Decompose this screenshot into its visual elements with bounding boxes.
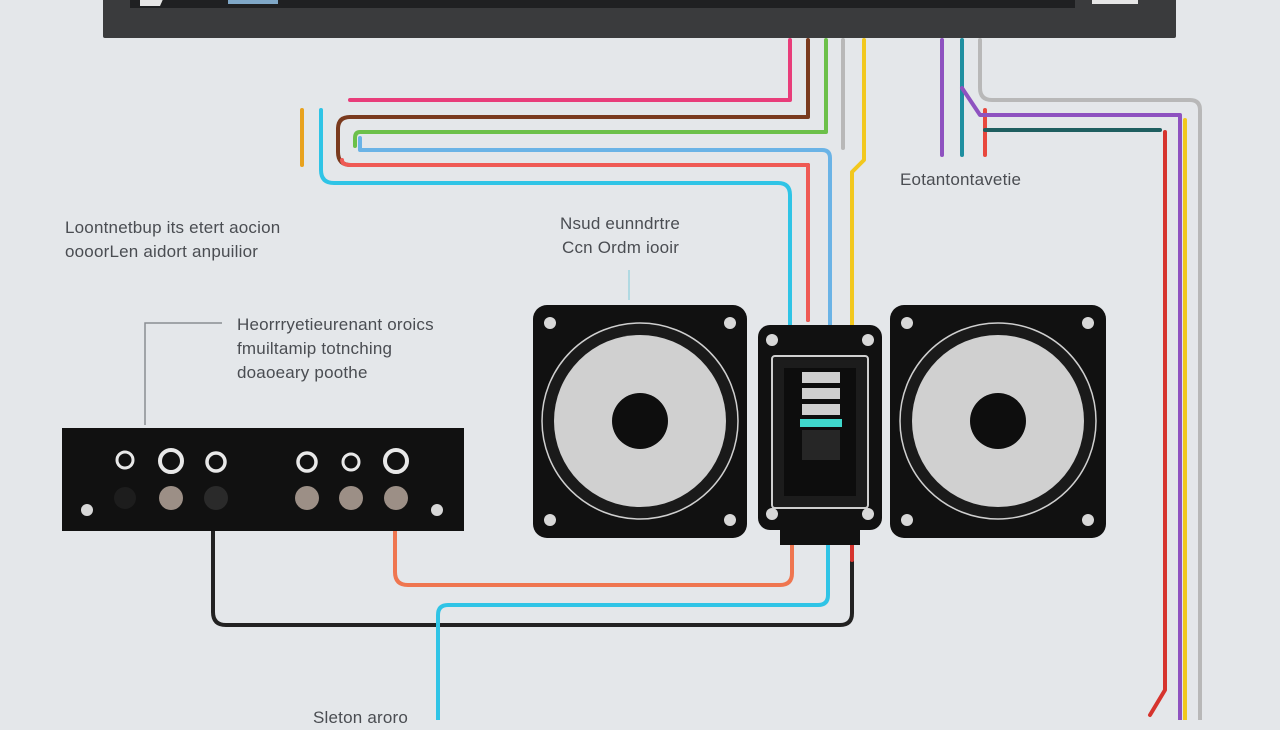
wire-gray-right [978, 38, 1202, 720]
amp-note-label-line: Heorrryetieurenant oroics [237, 315, 434, 334]
leader-lines [144, 270, 630, 425]
crossover-bar [802, 388, 840, 399]
speaker-screw [901, 317, 913, 329]
speaker-screw [1082, 514, 1094, 526]
head-unit-knob-left [140, 0, 163, 6]
amp-jacks-top [115, 448, 409, 474]
amp-terminal [204, 486, 228, 510]
wires [211, 38, 1202, 720]
wire-green [353, 38, 828, 148]
wire-red-right [1148, 130, 1167, 717]
speaker-dustcap [970, 393, 1026, 449]
amp-top-label-line: Loontnetbup its etert aocion [65, 218, 281, 237]
amp-jack [205, 451, 227, 473]
amp-note-label: Heorrryetieurenant oroics fmuiltamip tot… [237, 313, 434, 385]
amp-top-label: Loontnetbup its etert aocion oooorLen ai… [65, 216, 280, 264]
wire-yellow-main [850, 38, 866, 327]
crossover-bar [802, 404, 840, 415]
right-top-label: Eotantontavetie [900, 168, 1021, 192]
amp-screw [431, 504, 443, 516]
amp-terminal [339, 486, 363, 510]
speaker-screw [724, 514, 736, 526]
speaker-dustcap [612, 393, 668, 449]
wire-blue [358, 136, 832, 327]
head-unit-screen [130, 0, 1075, 8]
amplifier-body [62, 428, 464, 531]
head-unit-body [103, 0, 1176, 38]
amp-terminal [384, 486, 408, 510]
amp-jack [296, 451, 318, 473]
crossover-lower-window [802, 430, 840, 460]
crossover-indicator [800, 419, 842, 427]
amp-note-label-line: fmuiltamip totnching [237, 339, 393, 358]
head-unit-display-strip [228, 0, 278, 4]
wire-purple-right [960, 86, 1182, 720]
speaker-top-label-line: Nsud eunndrtre [560, 214, 680, 233]
amp-terminal [114, 487, 136, 509]
amp-jack [158, 448, 184, 474]
head-unit [103, 0, 1176, 38]
amp-top-label-line: oooorLen aidort anpuilior [65, 242, 259, 261]
speaker-screw [724, 317, 736, 329]
wire-pink [348, 38, 792, 102]
wire-cyan-top [319, 108, 792, 327]
crossover-module [758, 325, 882, 545]
speaker-screw [901, 514, 913, 526]
crossover-screw [766, 334, 778, 346]
amp-note-label-line: doaoeary poothe [237, 363, 368, 382]
wire-cyan-bottom [436, 543, 830, 720]
wire-brown [336, 38, 810, 322]
amp-jack [383, 448, 409, 474]
amp-jack [115, 450, 135, 470]
speaker-top-label-line: Ccn Ordm iooir [562, 238, 680, 257]
bottom-label: Sleton aroro [313, 706, 408, 730]
wire-brown-overlay-red [340, 158, 810, 322]
wire-orange-amp [393, 503, 794, 587]
bottom-label-line: Sleton aroro [313, 708, 409, 727]
crossover-bar [802, 372, 840, 383]
amp-screw [81, 504, 93, 516]
crossover-screw [862, 334, 874, 346]
amp-terminal [159, 486, 183, 510]
leader-amp [144, 322, 222, 425]
speaker-top-label: Nsud eunndrtre Ccn Ordm iooir [560, 212, 680, 260]
head-unit-knob-right [1092, 0, 1138, 4]
wire-black-amp [211, 503, 854, 627]
speaker-right [890, 305, 1106, 538]
crossover-screw [766, 508, 778, 520]
speaker-left [533, 305, 747, 538]
right-top-label-line: Eotantontavetie [900, 170, 1022, 189]
speaker-screw [1082, 317, 1094, 329]
speaker-screw [544, 317, 556, 329]
amp-terminal [295, 486, 319, 510]
amp-terminals [114, 486, 408, 510]
speaker-screw [544, 514, 556, 526]
amp-jack [341, 452, 361, 472]
amplifier [62, 428, 464, 531]
crossover-screw [862, 508, 874, 520]
